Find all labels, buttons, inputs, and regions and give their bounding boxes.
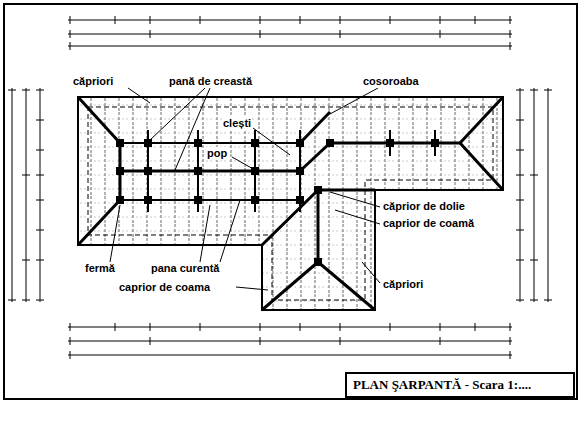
part-label: pop <box>206 147 228 160</box>
part-label: caprior de coama <box>118 281 211 294</box>
part-label: clești <box>222 117 252 130</box>
part-label: caprior de coamă <box>382 217 475 230</box>
leader-lines <box>110 88 380 290</box>
part-label: pana curentă <box>150 262 220 275</box>
dimension-lines <box>8 16 552 359</box>
roof-outline <box>78 97 503 310</box>
part-label: căpriori <box>382 278 424 291</box>
roof-lines <box>78 97 503 310</box>
drawing-frame <box>4 4 577 399</box>
part-label: pană de creastă <box>168 75 253 88</box>
part-label: fermă <box>84 262 116 275</box>
part-label: cosoroaba <box>362 75 420 88</box>
part-label: căpriori <box>72 75 114 88</box>
wall-line <box>88 107 493 300</box>
part-label: căprior de dolie <box>382 200 466 213</box>
title-text: PLAN ŞARPANTĂ - Scara 1:.... <box>353 377 567 393</box>
title-block: PLAN ŞARPANTĂ - Scara 1:.... <box>345 372 575 398</box>
